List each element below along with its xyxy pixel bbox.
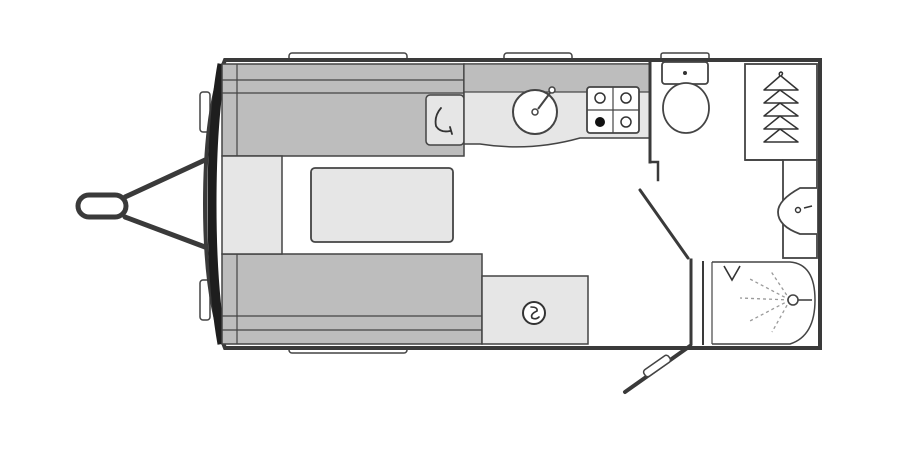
hob-icon [586,86,640,134]
hitch-icon [75,157,208,250]
shower-cubicle [711,261,816,345]
lounge-seat-nearside [221,253,483,345]
sink-icon [512,86,558,135]
front-seat-end [221,155,283,255]
tap-icon [434,107,453,135]
wardrobe [744,63,818,161]
corner-unit [425,94,465,146]
vanity [745,159,818,259]
washroom-door [638,188,690,260]
table [310,167,454,243]
entrance-door [623,344,692,394]
heater-unit [481,275,589,345]
washbasin-icon [777,187,817,235]
heater-icon [522,301,546,325]
washroom-walls [648,60,704,346]
toilet-icon [661,61,710,134]
lounge-seat-offside [221,63,465,157]
coat-hanger-icon [763,71,799,143]
shower-head-icon [739,269,812,333]
